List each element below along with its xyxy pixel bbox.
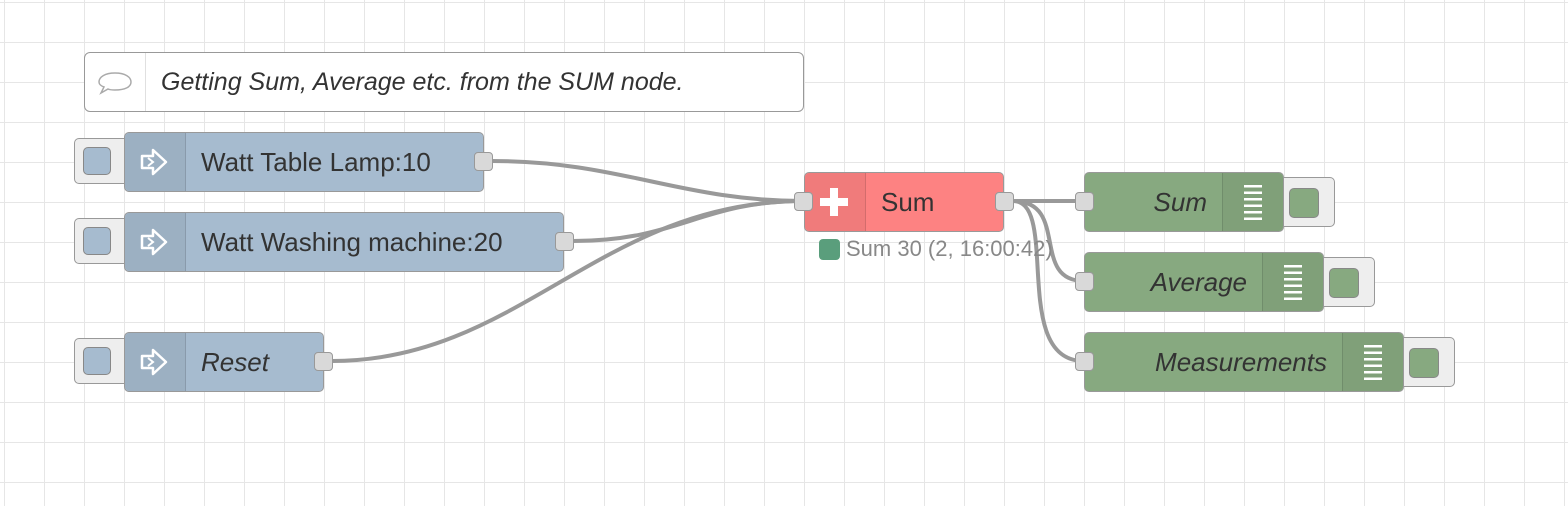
list-icon	[1222, 173, 1283, 231]
inject-node-washing[interactable]: Watt Washing machine:20	[124, 212, 564, 272]
inject-button-reset[interactable]	[74, 338, 130, 384]
status-text: Sum 30 (2, 16:00:42)	[846, 236, 1053, 261]
debug-label: Measurements	[1155, 347, 1327, 377]
input-port[interactable]	[1075, 272, 1094, 291]
output-port[interactable]	[995, 192, 1014, 211]
wire-reset-to-sum[interactable]	[330, 199, 806, 363]
sum-label: Sum	[881, 187, 935, 217]
inject-button-washing[interactable]	[74, 218, 130, 264]
sum-function-node[interactable]: Sum	[804, 172, 1004, 232]
inject-label: Reset	[201, 347, 269, 377]
wire-sum-to-debug-average[interactable]	[1011, 199, 1086, 283]
wire-sum-to-debug-measurements[interactable]	[1011, 199, 1086, 363]
output-port[interactable]	[314, 352, 333, 371]
output-port[interactable]	[555, 232, 574, 251]
comment-text: Getting Sum, Average etc. from the SUM n…	[161, 68, 684, 96]
inject-label: Watt Washing machine:20	[201, 227, 503, 257]
debug-label: Sum	[1153, 187, 1207, 217]
inject-label: Watt Table Lamp:10	[201, 147, 431, 177]
debug-toggle-measurements[interactable]	[1398, 337, 1455, 387]
inject-node-lamp[interactable]: Watt Table Lamp:10	[124, 132, 484, 192]
input-port[interactable]	[1075, 352, 1094, 371]
plus-icon	[805, 173, 866, 231]
debug-node-sum[interactable]: Sum	[1084, 172, 1284, 232]
input-port[interactable]	[1075, 192, 1094, 211]
inject-arrow-icon	[125, 133, 186, 191]
comment-icon	[85, 53, 146, 111]
input-port[interactable]	[794, 192, 813, 211]
output-port[interactable]	[474, 152, 493, 171]
inject-arrow-icon	[125, 333, 186, 391]
wire-lamp-to-sum[interactable]	[490, 159, 806, 203]
debug-node-measurements[interactable]: Measurements	[1084, 332, 1404, 392]
comment-node[interactable]: Getting Sum, Average etc. from the SUM n…	[84, 52, 804, 112]
debug-toggle-sum[interactable]	[1278, 177, 1335, 227]
inject-node-reset[interactable]: Reset	[124, 332, 324, 392]
inject-button-lamp[interactable]	[74, 138, 130, 184]
debug-label: Average	[1150, 267, 1247, 297]
list-icon	[1342, 333, 1403, 391]
list-icon	[1262, 253, 1323, 311]
status-dot	[819, 238, 840, 260]
debug-toggle-average[interactable]	[1318, 257, 1375, 307]
debug-node-average[interactable]: Average	[1084, 252, 1324, 312]
node-status: Sum 30 (2, 16:00:42)	[819, 236, 1053, 262]
inject-arrow-icon	[125, 213, 186, 271]
